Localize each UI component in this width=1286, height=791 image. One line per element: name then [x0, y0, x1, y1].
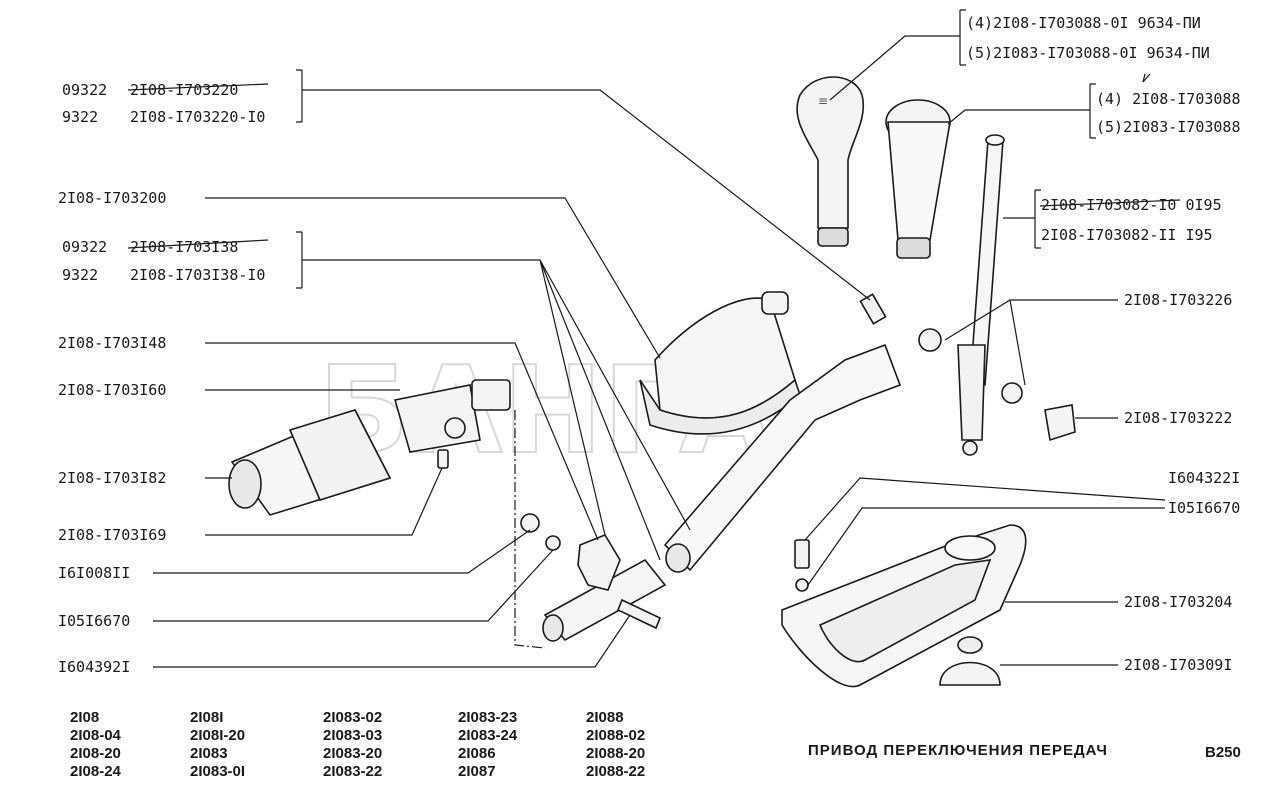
label-16043221: I604322I	[1168, 469, 1240, 487]
label-prefix: 9322	[62, 108, 98, 126]
label-2108-1703148: 2I08-I703I48	[58, 334, 166, 352]
model: 2I083-0I	[190, 763, 245, 780]
model: 2I08	[70, 709, 99, 726]
label-10516670-right: I05I6670	[1168, 499, 1240, 517]
label-part: 2I08-I703220-I0	[130, 108, 265, 126]
model: 2I088-02	[586, 727, 645, 744]
label-10516670-left: I05I6670	[58, 612, 130, 630]
model: 2I088-20	[586, 745, 645, 762]
damper-cap	[939, 636, 1001, 686]
lever-nut	[918, 328, 1023, 404]
label-knob-plain-line2: (5)2I083-I703088	[1096, 118, 1241, 136]
model: 2I08-20	[70, 745, 121, 762]
callout-09322-1703220: 09322 2I08-I703220 9322 2I08-I703220-I0	[62, 81, 269, 126]
model-list: 2I08 2I08-04 2I08-20 2I08-24 2I08I 2I08I…	[70, 709, 645, 780]
model: 2I08I	[190, 709, 223, 726]
label-2108-1703226: 2I08-I703226	[1124, 291, 1232, 309]
label-lever-struck: 2I08-I703082-I0 0I95	[1041, 196, 1222, 214]
small-nut-a	[520, 513, 540, 533]
joint-screw	[437, 449, 449, 469]
lever-bolt	[859, 293, 887, 325]
shift-rod	[663, 343, 902, 573]
model: 2I083-22	[323, 763, 382, 780]
label-2108-1703169: 2I08-I703I69	[58, 526, 166, 544]
gear-lever	[957, 134, 1005, 456]
diagram-caption: ПРИВОД ПЕРЕКЛЮЧЕНИЯ ПЕРЕДАЧ	[808, 742, 1108, 759]
small-nut-b	[545, 535, 561, 551]
callout-09322-1703138: 09322 2I08-I703I38 9322 2I08-I703I38-I0	[62, 238, 269, 284]
lever-boot-housing	[639, 291, 801, 435]
model: 2I083-24	[458, 727, 518, 744]
label-part: 2I08-I703I38-I0	[130, 266, 265, 284]
label-knob-logo-line1: (4)2I08-I703088-0I 9634-ПИ	[966, 14, 1201, 32]
gear-knob-plain	[885, 99, 951, 259]
label-2108-1703200: 2I08-I703200	[58, 189, 166, 207]
label-prefix: 09322	[62, 238, 107, 256]
model: 2I083	[190, 745, 228, 762]
label-prefix: 9322	[62, 266, 98, 284]
model: 2I087	[458, 763, 496, 780]
model: 2I083-20	[323, 745, 382, 762]
model: 2I08I-20	[190, 727, 245, 744]
model: 2I086	[458, 745, 496, 762]
base-plate	[781, 524, 1027, 688]
label-16043921: I604392I	[58, 658, 130, 676]
callout-lever: 2I08-I703082-I0 0I95 2I08-I703082-II I95	[1039, 196, 1222, 244]
page-code: B250	[1205, 744, 1241, 761]
plate-bolt	[794, 539, 810, 592]
label-2108-1703160: 2I08-I703I60	[58, 381, 166, 399]
label-2108-1703091: 2I08-I70309I	[1124, 656, 1232, 674]
label-part-struck: 2I08-I703220	[130, 81, 238, 99]
label-prefix: 09322	[62, 81, 107, 99]
label-part-struck: 2I08-I703I38	[130, 238, 238, 256]
leader-lines	[153, 9, 1166, 668]
model: 2I088-22	[586, 763, 645, 780]
clamp-bolt	[616, 598, 662, 630]
label-2108-1703182: 2I08-I703I82	[58, 469, 166, 487]
model: 2I083-02	[323, 709, 382, 726]
model: 2I088	[586, 709, 624, 726]
universal-joint	[393, 379, 511, 453]
label-16100811: I6I008II	[58, 564, 130, 582]
label-2108-1703204: 2I08-I703204	[1124, 593, 1232, 611]
label-knob-plain-line1: (4) 2I08-I703088	[1096, 90, 1241, 108]
label-2108-1703222: 2I08-I703222	[1124, 409, 1232, 427]
label-knob-logo-line2: (5)2I083-I703088-0I 9634-ПИ	[966, 44, 1210, 62]
model: 2I083-23	[458, 709, 517, 726]
model: 2I083-03	[323, 727, 382, 744]
model: 2I08-04	[70, 727, 122, 744]
model: 2I08-24	[70, 763, 122, 780]
label-lever: 2I08-I703082-II I95	[1041, 226, 1213, 244]
rod-sleeve-boot	[228, 408, 392, 516]
svg-text:≡: ≡	[818, 94, 828, 108]
gear-knob-with-logo: ≡	[796, 76, 865, 247]
bracket-clip	[1044, 404, 1076, 442]
